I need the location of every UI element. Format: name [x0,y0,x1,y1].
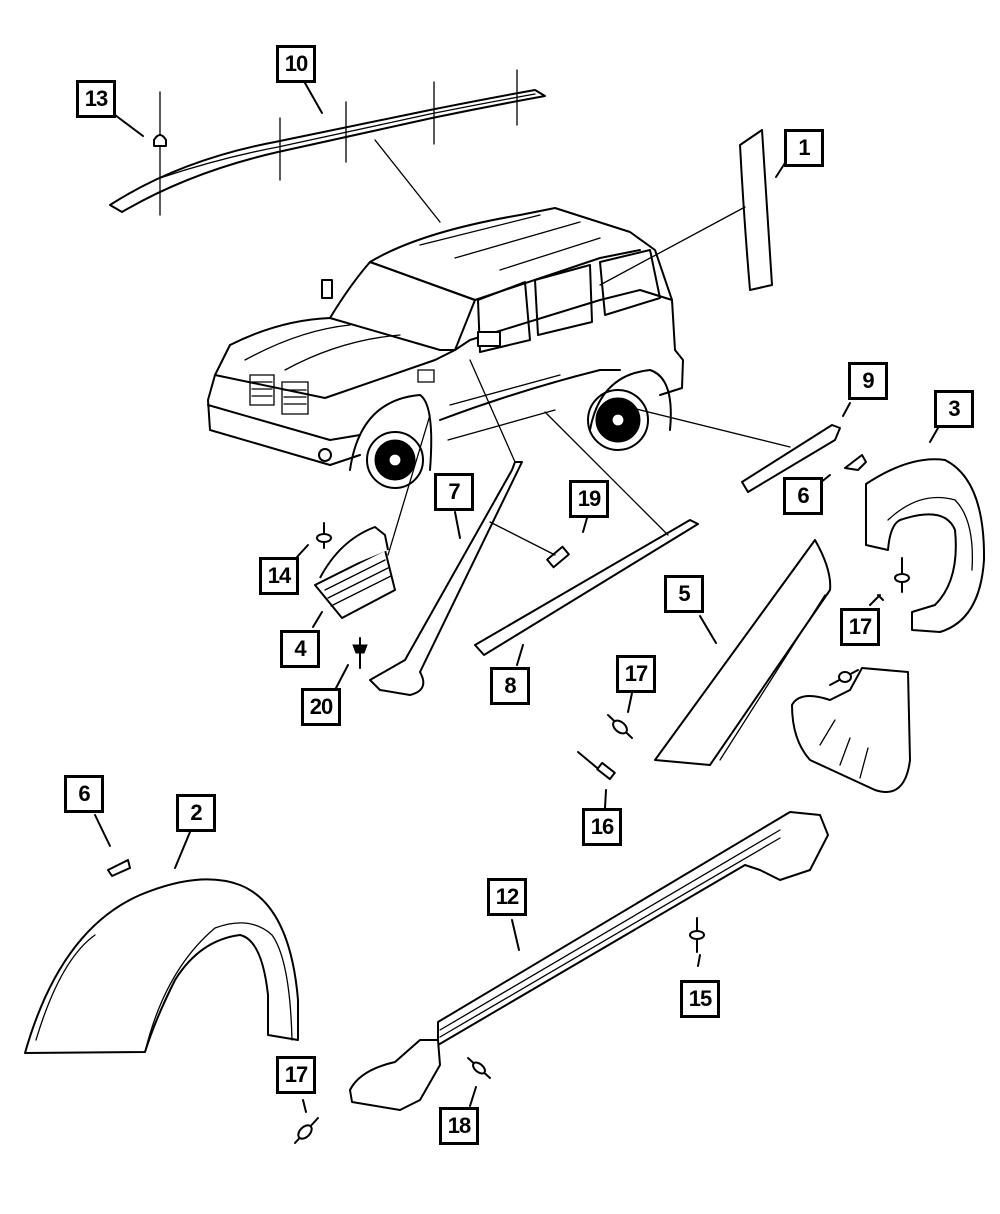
a-pillar-molding-part [370,462,522,695]
molding-clip-part [547,547,569,568]
callout-7[interactable]: 7 [434,473,474,511]
callout-1[interactable]: 1 [784,129,824,167]
flare-clip-front-part [108,860,130,876]
callout-19[interactable]: 19 [569,480,609,518]
rear-door-molding-part [742,425,840,492]
callout-4[interactable]: 4 [280,630,320,668]
callout-6-front[interactable]: 6 [64,775,104,813]
sill-molding-part [350,812,828,1110]
callout-9[interactable]: 9 [848,362,888,400]
sill-push-pin-part [690,918,704,952]
leader-lines [95,83,938,1112]
front-door-molding-part [475,520,698,655]
callout-10[interactable]: 10 [276,45,316,83]
sill-push-pin-rear-part [468,1058,490,1078]
callout-6-rear[interactable]: 6 [783,477,823,515]
d-pillar-applique-part [740,130,772,290]
callout-17-front-flare[interactable]: 17 [276,1056,316,1094]
flare-clip-rear-part [845,455,866,470]
callout-12[interactable]: 12 [487,878,527,916]
roof-rail-part [110,70,545,215]
callout-13[interactable]: 13 [76,80,116,118]
callout-5[interactable]: 5 [664,575,704,613]
callout-8[interactable]: 8 [490,667,530,705]
front-flare-part [25,879,298,1053]
roof-nut-part [154,135,166,146]
mud-flap-part [792,668,910,792]
push-pin-front-flare-part [295,1118,318,1143]
a-pillar-push-pin-part [353,638,367,668]
push-pin-rear-flare-part [895,558,909,592]
callout-14[interactable]: 14 [259,557,299,595]
callout-17-door-flare[interactable]: 17 [616,655,656,693]
callout-2[interactable]: 2 [176,794,216,832]
callout-3[interactable]: 3 [934,390,974,428]
vent-push-pin-part [317,523,331,548]
fender-vent-part [315,527,395,618]
flare-screw-part [578,752,615,779]
callout-17-rear-flare[interactable]: 17 [840,608,880,646]
callout-16[interactable]: 16 [582,808,622,846]
vehicle-body [208,208,683,488]
callout-20[interactable]: 20 [301,688,341,726]
callout-18[interactable]: 18 [439,1107,479,1145]
rear-door-flare-part [655,540,830,765]
push-pin-mud-flap-part [830,670,858,685]
callout-15[interactable]: 15 [680,980,720,1018]
push-pin-door-flare-part [608,715,632,738]
rear-flare-part [866,459,984,632]
